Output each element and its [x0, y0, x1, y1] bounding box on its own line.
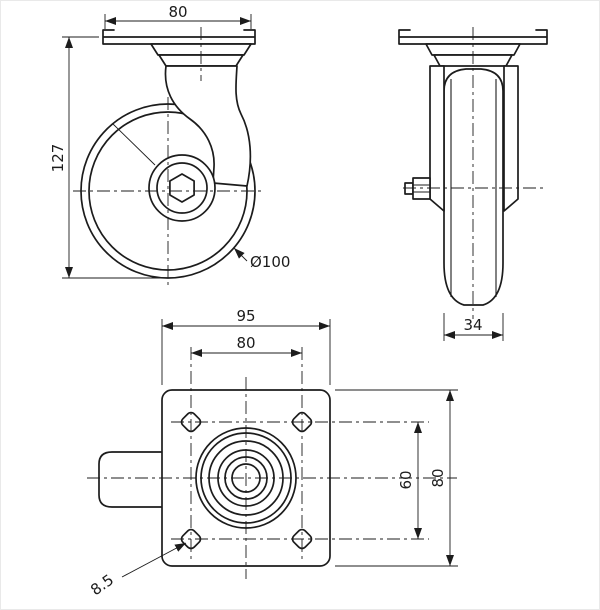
- axle-bolt-stub: [404, 182, 414, 195]
- wheel-boss-plan: [98, 451, 162, 508]
- plate-width-v-extension-lines: [335, 389, 458, 567]
- dim-hole-diameter: 8.5: [87, 571, 117, 599]
- dim-wheel-diameter: Ø100: [250, 253, 290, 271]
- mounting-plate-side: [102, 29, 256, 45]
- wheel-diameter-leader-line: [233, 247, 248, 262]
- overall-height-extension-lines: [62, 36, 164, 279]
- swivel-race-upper-front: [425, 43, 521, 56]
- dim-hole-pitch-vertical: 60: [397, 470, 415, 489]
- axle-hex-nut: [169, 173, 195, 203]
- dim-plate-length: 95: [236, 307, 255, 325]
- dim-overall-height: 127: [49, 144, 67, 173]
- dim-wheel-width: 34: [463, 316, 482, 334]
- view-side-elevation: 80 127 Ø100: [49, 3, 290, 289]
- swivel-race-upper: [150, 43, 252, 56]
- fork-leg-right: [503, 65, 519, 212]
- plate-length-extension-lines: [161, 319, 331, 385]
- hole-diameter-leader-line: [121, 542, 187, 578]
- dim-plate-width-vertical: 80: [429, 468, 447, 487]
- wheel-profile: [443, 68, 504, 306]
- fork-leg-left: [429, 65, 445, 212]
- axle-nut-facets: [413, 184, 430, 193]
- wheel-face-line: [112, 123, 156, 166]
- swivel-fork-arm: [164, 65, 252, 187]
- view-front-elevation: 34: [398, 27, 548, 341]
- dim-hole-pitch-horizontal: 80: [236, 334, 255, 352]
- view-plate-plan: 95 80 60 80 8.5: [87, 307, 458, 599]
- axle-nut-front: [412, 177, 431, 200]
- dim-plate-width: 80: [168, 3, 187, 21]
